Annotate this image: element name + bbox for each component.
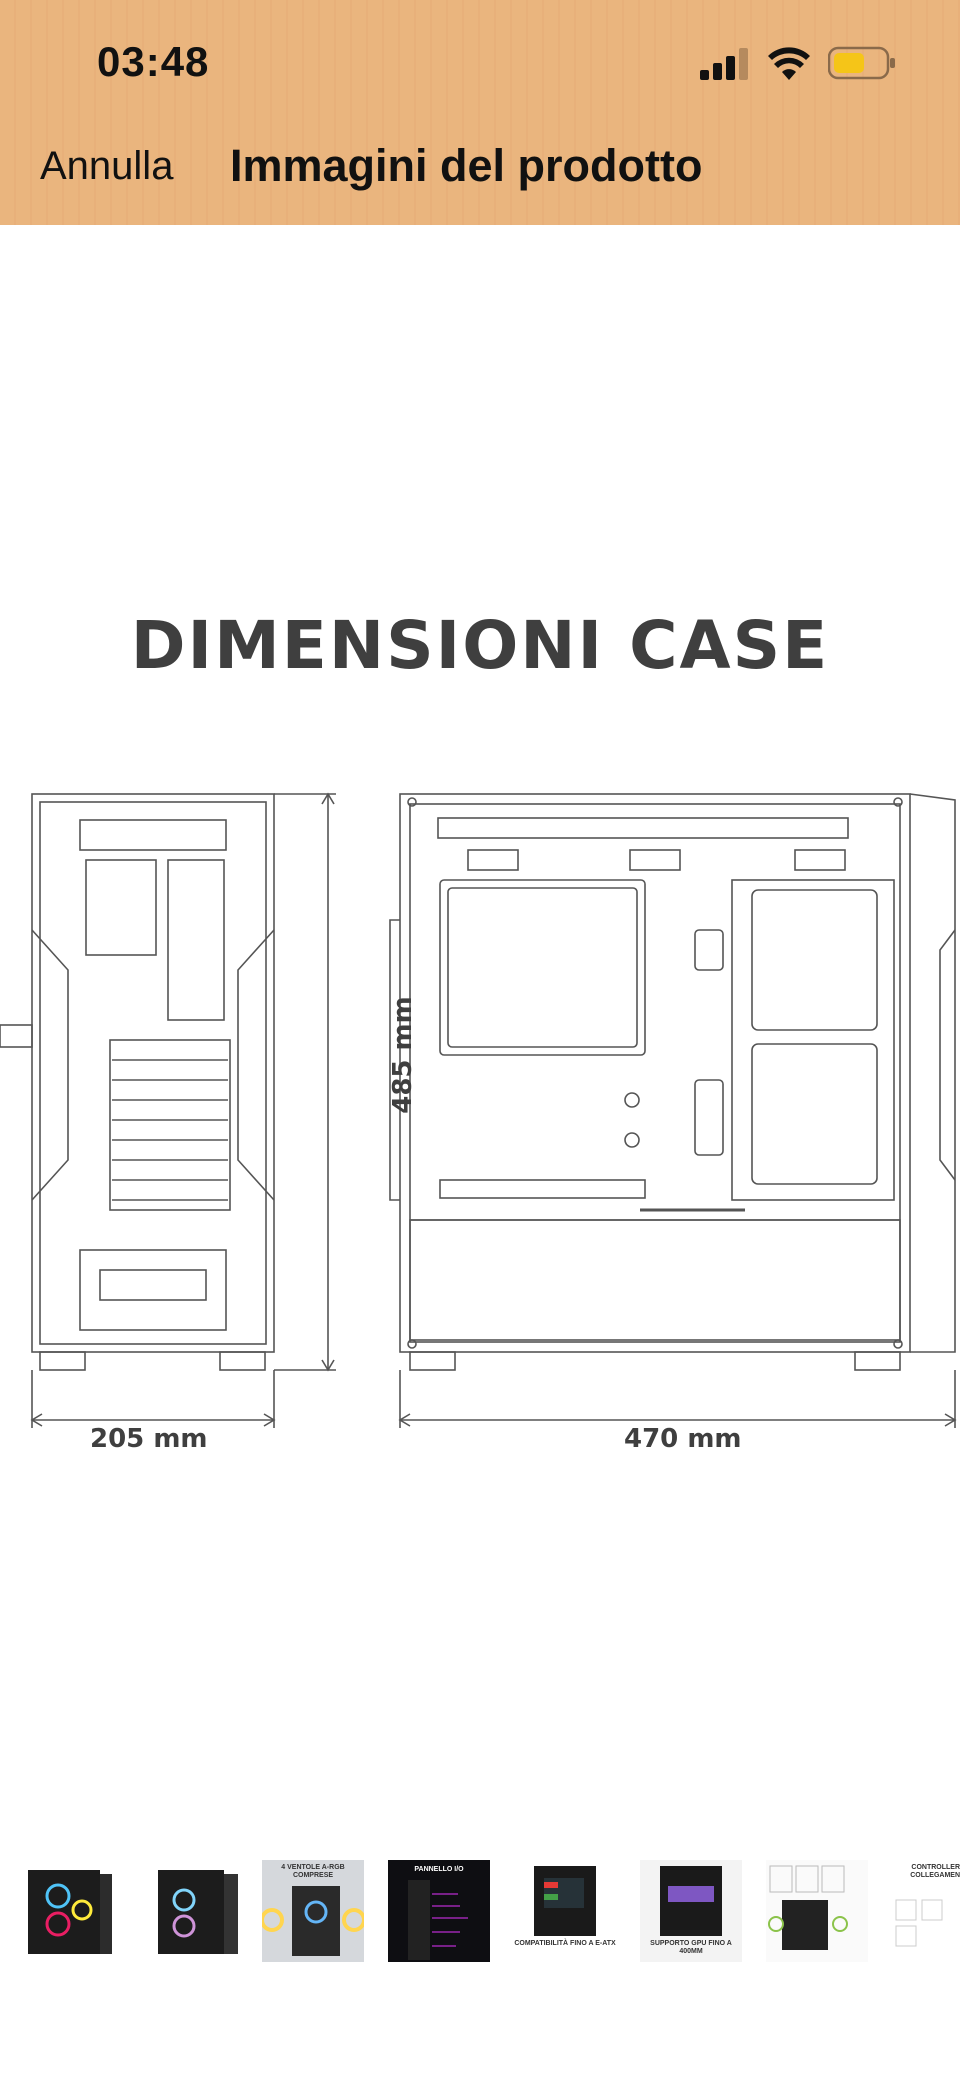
thumbnail-caption: SUPPORTO GPU FINO A 400MM: [650, 1940, 732, 1955]
thumbnail-8[interactable]: CONTROLLER COLLEGAMEN: [892, 1860, 960, 1962]
thumbnail-7[interactable]: [766, 1860, 868, 1962]
thumbnail-6[interactable]: SUPPORTO GPU FINO A 400MM: [640, 1860, 742, 1962]
case-dimension-drawing: [0, 792, 957, 1428]
thumbnail-caption: COMPATIBILITÀ FINO A E-ATX: [514, 1940, 616, 1947]
thumbnail-1[interactable]: [18, 1860, 120, 1962]
case-image: [640, 1860, 742, 1962]
thumbnail-3[interactable]: 4 VENTOLE A-RGB COMPRESE: [262, 1860, 364, 1962]
io-panel-image: [388, 1860, 490, 1962]
depth-label: 470 mm: [624, 1424, 742, 1454]
status-time: 03:48: [97, 38, 210, 85]
side-view-drawing: [389, 793, 956, 1371]
depth-dimension-line: [398, 1370, 957, 1428]
page-title: Immagini del prodotto: [230, 140, 703, 191]
front-view-drawing: [0, 793, 275, 1371]
controller-image: [892, 1860, 960, 1962]
case-image: [262, 1860, 364, 1962]
battery-icon: [828, 46, 895, 80]
thumbnail-strip[interactable]: 4 VENTOLE A-RGB COMPRESE PANNELLO I/O CO…: [0, 1860, 960, 1970]
thumbnail-caption: PANNELLO I/O: [414, 1866, 464, 1873]
case-image: [514, 1860, 616, 1962]
width-dimension-line: [30, 1370, 276, 1428]
image-title: DIMENSIONI CASE: [130, 607, 830, 684]
thumbnail-caption: CONTROLLER COLLEGAMEN: [910, 1864, 960, 1879]
width-label: 205 mm: [90, 1424, 208, 1454]
thumbnail-caption: 4 VENTOLE A-RGB COMPRESE: [281, 1864, 345, 1879]
thumbnail-2[interactable]: [144, 1860, 246, 1962]
case-image: [18, 1860, 120, 1962]
thumbnail-4[interactable]: PANNELLO I/O: [388, 1860, 490, 1962]
height-label: 485 mm: [388, 996, 418, 1114]
height-dimension-line: [274, 792, 336, 1372]
header-bar: 03:48 Annulla Immagini del prodotto: [0, 0, 960, 225]
parts-image: [766, 1860, 868, 1962]
wifi-icon: [768, 47, 810, 80]
case-image: [144, 1860, 246, 1962]
cancel-button[interactable]: Annulla: [40, 144, 174, 188]
thumbnail-5[interactable]: COMPATIBILITÀ FINO A E-ATX: [514, 1860, 616, 1962]
signal-icon: [700, 48, 748, 80]
